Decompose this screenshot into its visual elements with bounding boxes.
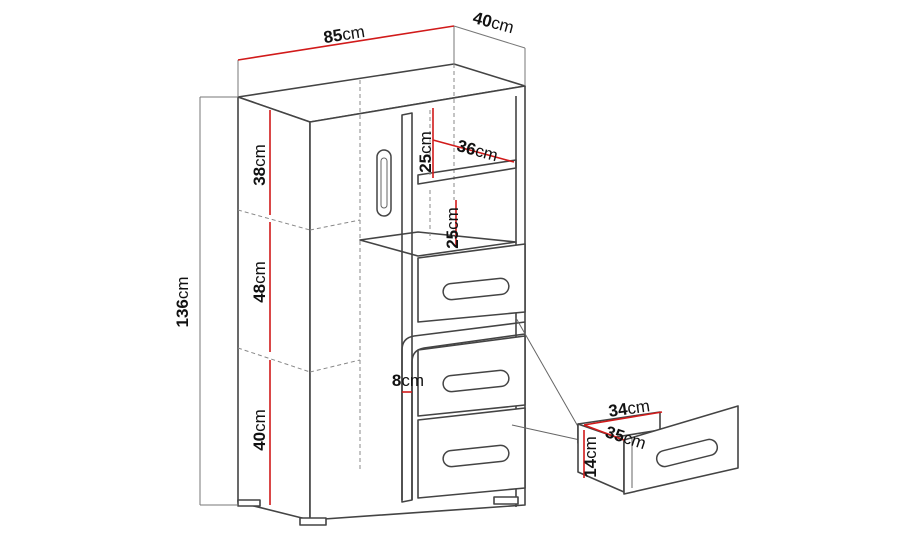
width-dimension: 85cm xyxy=(237,22,455,97)
drawer-detail-handle xyxy=(655,438,719,468)
compartment-top-value: 38 xyxy=(250,167,269,186)
cabinet-left-side xyxy=(237,96,311,521)
svg-text:85cm: 85cm xyxy=(322,22,366,47)
shelf-lower-value: 25 xyxy=(443,230,462,249)
compartment-bottom-unit: cm xyxy=(250,409,269,432)
side-gap-unit: cm xyxy=(401,371,424,390)
drawer-height-value: 14 xyxy=(581,458,600,477)
side-gap-value: 8 xyxy=(392,371,401,390)
drawer-width-unit: cm xyxy=(626,396,651,418)
lower-door-frame xyxy=(401,321,526,500)
height-dimension: 136cm xyxy=(173,96,238,506)
tall-door-handle-inner xyxy=(380,157,388,209)
shelf-upper-unit: cm xyxy=(416,131,435,154)
inner-shelf-2 xyxy=(237,347,311,373)
svg-text:25cm: 25cm xyxy=(416,131,435,173)
drawer-detail: 34cm 35cm 14cm xyxy=(577,396,739,495)
svg-text:48cm: 48cm xyxy=(250,261,269,303)
svg-text:8cm: 8cm xyxy=(392,371,424,390)
foot-front-right xyxy=(493,496,519,505)
depth-value: 40 xyxy=(471,8,494,31)
drawer-leader-lines xyxy=(511,317,581,441)
inner-shelf-1 xyxy=(237,209,311,231)
height-value: 136 xyxy=(173,299,192,327)
drawer-depth-value: 35 xyxy=(603,422,627,446)
drawer-middle-handle xyxy=(442,369,510,393)
svg-text:136cm: 136cm xyxy=(173,276,192,327)
foot-front-left xyxy=(299,517,327,526)
compartment-middle-unit: cm xyxy=(250,261,269,284)
inner-shelf-2b xyxy=(309,359,361,373)
drawer-width-value: 34 xyxy=(607,399,629,421)
shelf-lower-unit: cm xyxy=(443,207,462,230)
shelf-upper-value: 25 xyxy=(416,154,435,173)
drawer-height-unit: cm xyxy=(581,436,600,459)
svg-text:36cm: 36cm xyxy=(455,136,500,165)
svg-text:25cm: 25cm xyxy=(443,207,462,249)
middle-shelf xyxy=(359,231,517,257)
lower-door-frame-inner xyxy=(411,333,526,500)
compartment-dimensions: 38cm 48cm 40cm xyxy=(250,110,271,505)
svg-text:38cm: 38cm xyxy=(250,144,269,186)
width-unit: cm xyxy=(341,22,366,44)
upper-shelf xyxy=(417,159,517,185)
inner-shelf-1b xyxy=(309,219,361,231)
cabinet xyxy=(237,63,526,526)
shelf-depth-value: 36 xyxy=(455,136,478,159)
svg-text:40cm: 40cm xyxy=(250,409,269,451)
side-gap-dimension: 8cm xyxy=(392,371,424,393)
height-unit: cm xyxy=(173,276,192,299)
width-value: 85 xyxy=(322,25,344,47)
compartment-middle-value: 48 xyxy=(250,284,269,303)
svg-text:14cm: 14cm xyxy=(581,436,600,478)
compartment-top-unit: cm xyxy=(250,144,269,167)
drawer-bottom-handle xyxy=(442,444,510,468)
svg-text:34cm: 34cm xyxy=(607,396,651,421)
compartment-bottom-value: 40 xyxy=(250,432,269,451)
tall-door-handle xyxy=(376,149,392,217)
shelf-dimensions: 25cm 36cm 25cm xyxy=(416,108,515,249)
foot-back-left xyxy=(237,499,261,507)
drawer-top-handle xyxy=(442,277,510,301)
depth-unit: cm xyxy=(489,13,516,37)
